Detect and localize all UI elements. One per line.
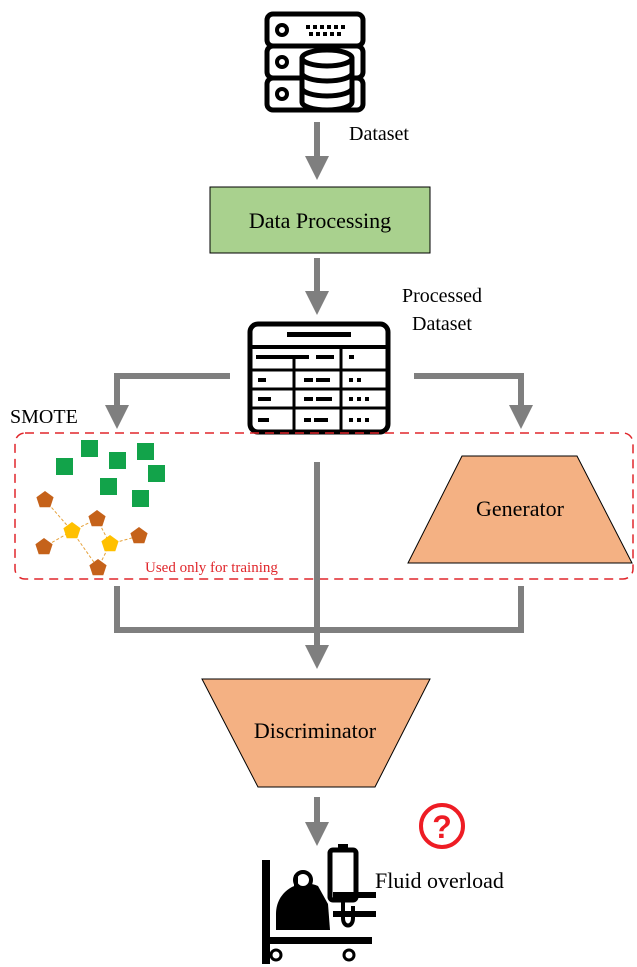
yellow-pentagon-sample <box>101 535 119 552</box>
training-note: Used only for training <box>145 560 278 576</box>
orange-pentagon-sample <box>88 510 106 527</box>
question-mark-glyph: ? <box>432 809 452 845</box>
arrow-table-to-smote <box>105 373 230 429</box>
orange-pentagon-sample <box>36 491 54 508</box>
data-processing-box: Data Processing <box>209 186 431 254</box>
generator-shape: Generator <box>407 455 633 564</box>
data-processing-label: Data Processing <box>249 208 391 233</box>
smote-label: SMOTE <box>10 406 78 428</box>
database-server-icon <box>264 11 366 113</box>
table-icon <box>247 321 391 435</box>
orange-pentagon-sample <box>130 527 148 544</box>
smote-cluster <box>43 440 165 569</box>
discriminator-shape: Discriminator <box>201 678 431 788</box>
fluid-overload-label: Fluid overload <box>375 868 504 893</box>
orange-pentagon-sample <box>35 538 53 555</box>
orange-pentagon-sample <box>89 559 107 576</box>
training-region-border <box>14 432 634 580</box>
question-mark-icon: ? <box>419 803 465 849</box>
dataset-label: Dataset <box>349 123 409 145</box>
yellow-pentagon-sample <box>63 522 81 539</box>
processed-dataset-label-line1: Processed <box>402 285 482 307</box>
patient-bed-iv-icon <box>262 844 376 964</box>
discriminator-label: Discriminator <box>254 718 377 743</box>
generator-label: Generator <box>476 496 565 521</box>
arrow-table-to-generator <box>414 373 533 429</box>
processed-dataset-label-line2: Dataset <box>412 313 472 335</box>
